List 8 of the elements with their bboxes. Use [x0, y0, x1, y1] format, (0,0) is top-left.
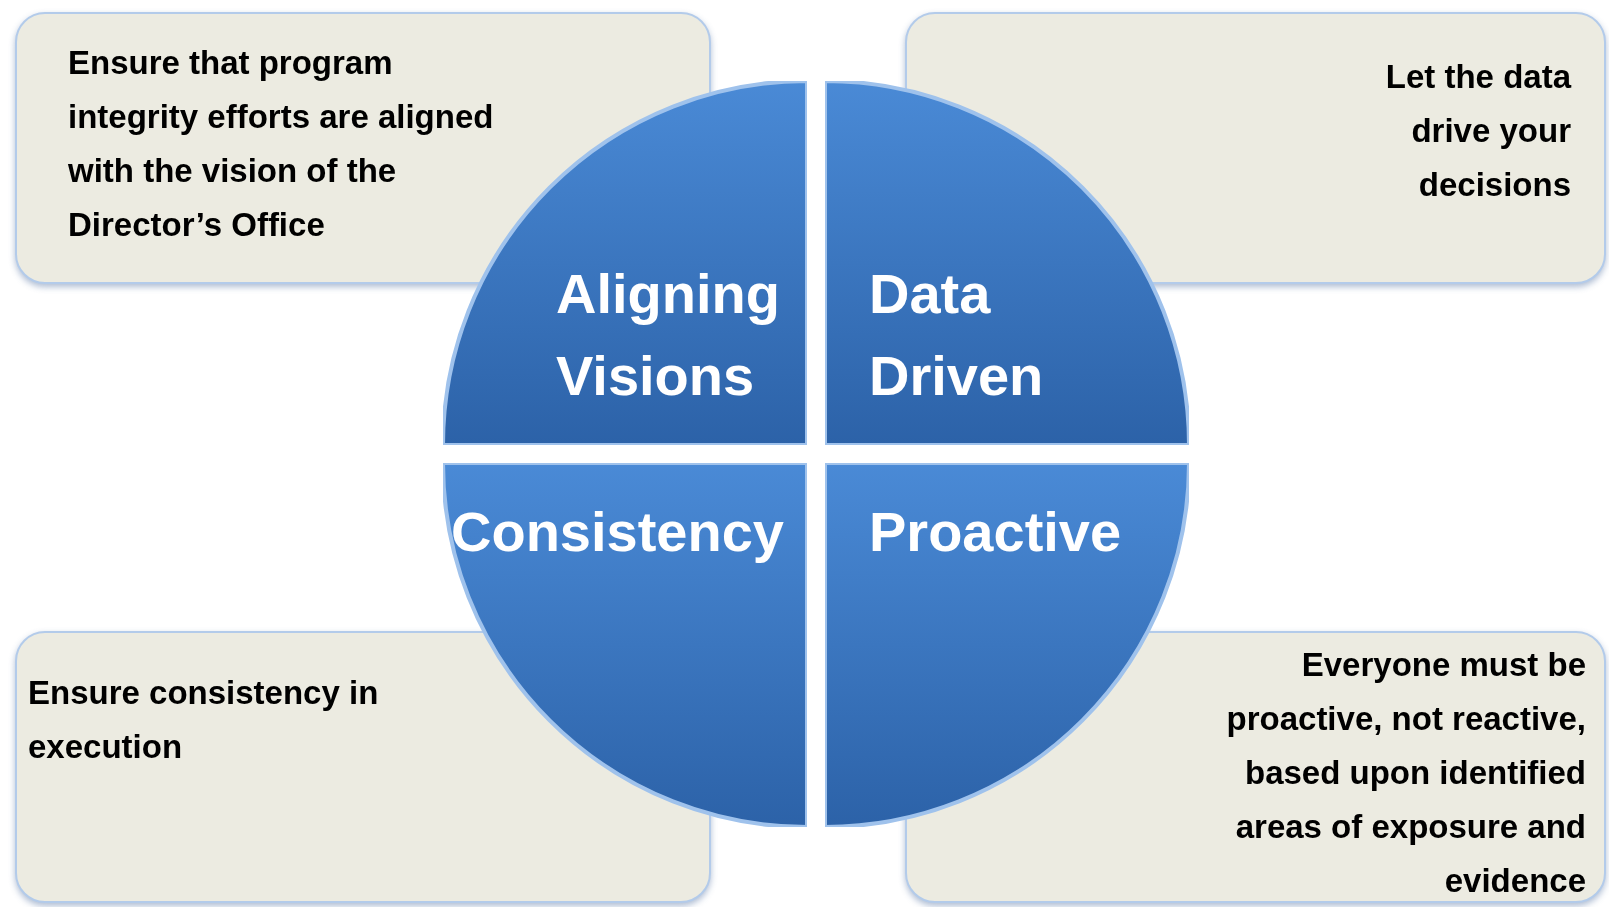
- description-text: Ensure consistency in execution: [28, 673, 380, 767]
- description-text: Let the data drive your decisions: [1384, 57, 1571, 205]
- description-text: Everyone must be proactive, not reactive, based upon identified areas of exposure and evidence: [1225, 645, 1586, 901]
- segment-label: Proactive: [869, 499, 1123, 565]
- segment-label: Aligning Visions: [556, 261, 781, 409]
- segment-label: Consistency: [451, 499, 785, 565]
- description-text: Ensure that program integrity efforts are aligned with the vision of the Director’s Office: [68, 43, 495, 245]
- segment-label: Data Driven: [869, 261, 1045, 409]
